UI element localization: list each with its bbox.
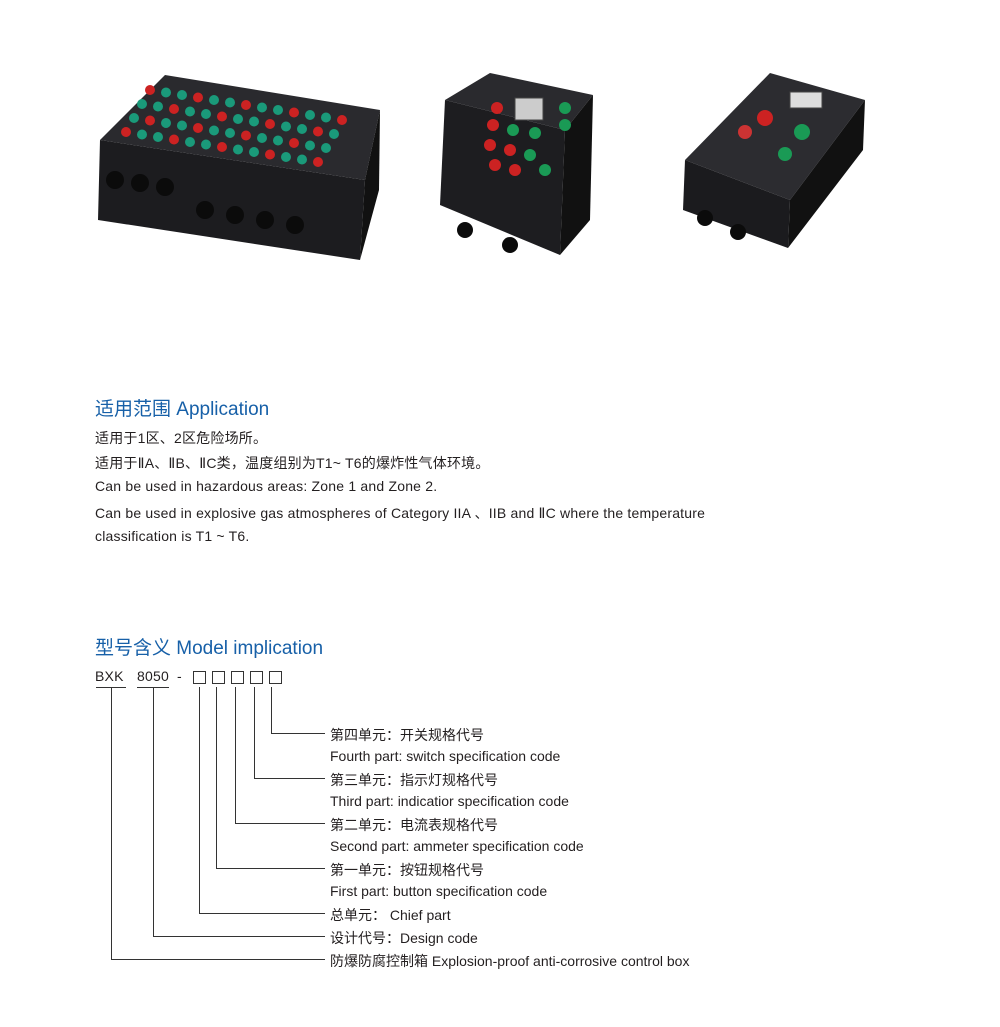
model-code-dash: -: [177, 668, 182, 684]
label-third-en: Third part: indicatior specification cod…: [330, 793, 569, 809]
label-design: 设计代号：Design code: [330, 930, 478, 946]
label-second-cn: 第二单元：电流表规格代号: [330, 817, 498, 833]
application-line-4: Can be used in explosive gas atmospheres…: [95, 505, 706, 521]
label-fourth-en: Fourth part: switch specification code: [330, 748, 561, 764]
application-heading: 适用范围 Application: [95, 399, 270, 420]
application-line-1: 适用于1区、2区危险场所。: [95, 430, 268, 446]
product-image-2: [440, 73, 593, 255]
product-image-3: [683, 73, 865, 248]
application-line-2: 适用于ⅡA、ⅡB、ⅡC类，温度组别为T1~ T6的爆炸性气体环境。: [95, 455, 490, 471]
label-first-cn: 第一单元：按钮规格代号: [330, 862, 484, 878]
label-first-en: First part: button specification code: [330, 883, 548, 899]
product-image-1: [98, 75, 380, 260]
label-box: 防爆防腐控制箱 Explosion-proof anti-corrosive c…: [330, 953, 690, 969]
label-fourth-cn: 第四单元：开关规格代号: [330, 727, 484, 743]
label-third-cn: 第三单元：指示灯规格代号: [330, 772, 498, 788]
application-line-3: Can be used in hazardous areas: Zone 1 a…: [95, 478, 438, 494]
label-second-en: Second part: ammeter specification code: [330, 838, 584, 854]
label-chief: 总单元： Chief part: [330, 907, 451, 923]
model-heading: 型号含义 Model implication: [95, 638, 324, 659]
application-line-5: classification is T1 ~ T6.: [95, 528, 250, 544]
model-code-design: 8050: [137, 668, 169, 684]
model-code-prefix: BXK: [95, 668, 124, 684]
model-code-boxes: [193, 670, 288, 688]
